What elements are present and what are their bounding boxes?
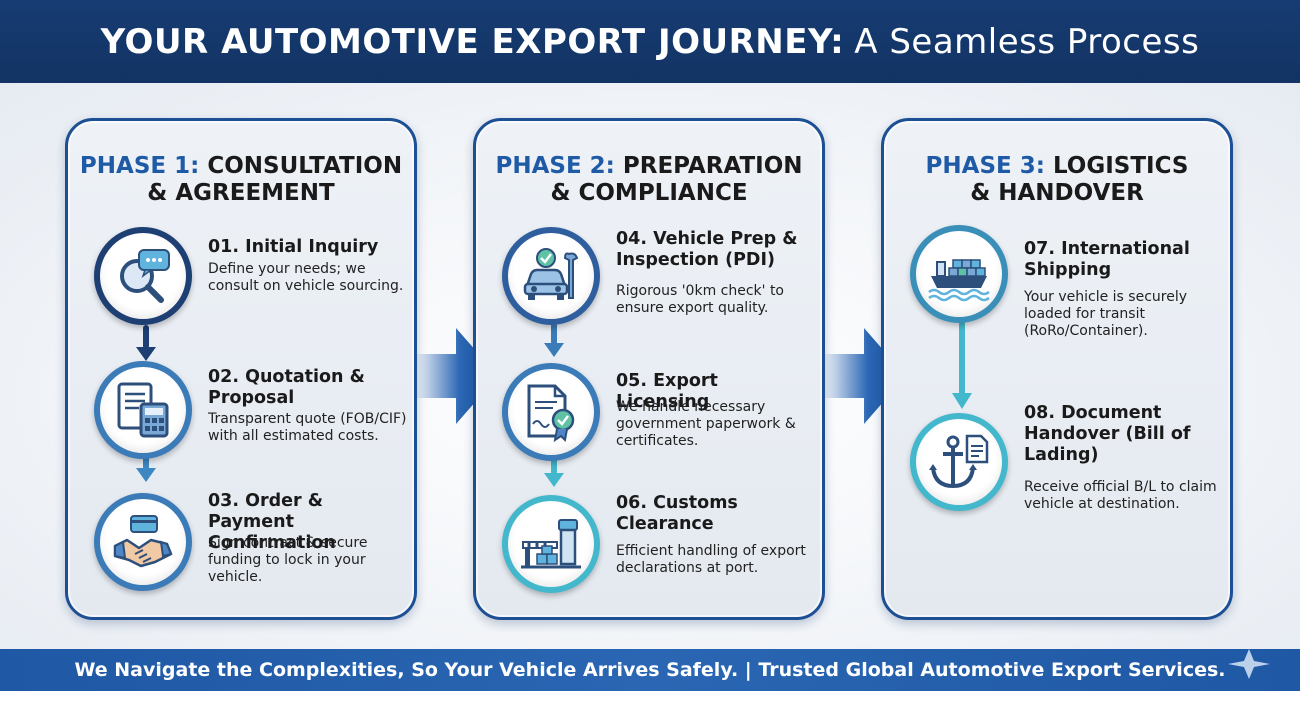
handshake-card-icon: [94, 493, 192, 591]
phase-1-label: PHASE 1:: [79, 153, 200, 179]
step-05-desc: We handle necessary government paperwork…: [616, 399, 796, 449]
anchor-document-icon: [910, 413, 1008, 511]
step-02-desc: Transparent quote (FOB/CIF) with all est…: [208, 411, 407, 444]
bottom-strip: [0, 691, 1300, 709]
magnifier-chat-icon: [94, 227, 192, 325]
step-08-desc: Receive official B/L to claim vehicle at…: [1024, 479, 1217, 512]
step-02-title: 02. Quotation & Proposal: [208, 367, 365, 408]
phase-3-title-a: LOGISTICS: [1052, 153, 1189, 179]
step-01-title: 01. Initial Inquiry: [208, 237, 379, 257]
step-05-title: 05. Export Licensing: [616, 371, 718, 412]
document-calculator-icon: [94, 361, 192, 459]
phase-1-panel: PHASE 1: CONSULTATION & AGREEMENT 01. In…: [65, 118, 417, 620]
step-03-desc: Sign contract & secure funding to lock i…: [208, 535, 368, 585]
step-06-title: 06. Customs Clearance: [616, 493, 738, 534]
connector-4-5: [551, 323, 557, 345]
customs-gate-icon: [502, 495, 600, 593]
connector-7-8: [959, 321, 965, 395]
phase-2-label: PHASE 2:: [495, 153, 615, 179]
connector-1-2-head: [136, 347, 156, 361]
phase-1-title-b: & AGREEMENT: [147, 180, 335, 206]
step-01-desc: Define your needs; we consult on vehicle…: [208, 261, 404, 294]
phase-3-panel: PHASE 3: LOGISTICS & HANDOVER 07. Intern…: [881, 118, 1233, 620]
phase-3-title: PHASE 3: LOGISTICS & HANDOVER: [884, 153, 1230, 207]
header-title-light: A Seamless Process: [854, 21, 1200, 62]
footer-banner: We Navigate the Complexities, So Your Ve…: [0, 649, 1300, 691]
page-header: YOUR AUTOMOTIVE EXPORT JOURNEY: A Seamle…: [0, 0, 1300, 83]
connector-2-3-head: [136, 468, 156, 482]
header-title-bold: YOUR AUTOMOTIVE EXPORT JOURNEY:: [100, 21, 845, 62]
step-08-title: 08. Document Handover (Bill of Lading): [1024, 403, 1191, 465]
step-07-desc: Your vehicle is securely loaded for tran…: [1024, 289, 1187, 339]
phase-2-title-b: & COMPLIANCE: [550, 180, 748, 206]
connector-5-6: [551, 455, 557, 475]
connector-5-6-head: [544, 473, 564, 487]
phase-2-panel: PHASE 2: PREPARATION & COMPLIANCE 04. Ve…: [473, 118, 825, 620]
step-06-desc: Efficient handling of export declaration…: [616, 543, 806, 576]
phase-2-title-a: PREPARATION: [622, 153, 803, 179]
phase-3-title-b: & HANDOVER: [970, 180, 1144, 206]
cargo-ship-icon: [910, 225, 1008, 323]
phase-2-title: PHASE 2: PREPARATION & COMPLIANCE: [476, 153, 822, 207]
certificate-icon: [502, 363, 600, 461]
phase-1-title: PHASE 1: CONSULTATION & AGREEMENT: [68, 153, 414, 207]
phase-1-title-a: CONSULTATION: [207, 153, 403, 179]
phase-3-label: PHASE 3:: [925, 153, 1045, 179]
step-07-title: 07. International Shipping: [1024, 239, 1190, 280]
car-wrench-icon: [502, 227, 600, 325]
step-04-title: 04. Vehicle Prep & Inspection (PDI): [616, 229, 798, 270]
footer-text: We Navigate the Complexities, So Your Ve…: [74, 659, 1226, 681]
step-03-title: 03. Order & Payment Confirmation: [208, 491, 336, 553]
connector-1-2: [143, 325, 149, 349]
step-04-desc: Rigorous '0km check' to ensure export qu…: [616, 283, 784, 316]
connector-7-8-head: [952, 393, 972, 409]
connector-4-5-head: [544, 343, 564, 357]
sparkle-icon: [1228, 649, 1270, 679]
